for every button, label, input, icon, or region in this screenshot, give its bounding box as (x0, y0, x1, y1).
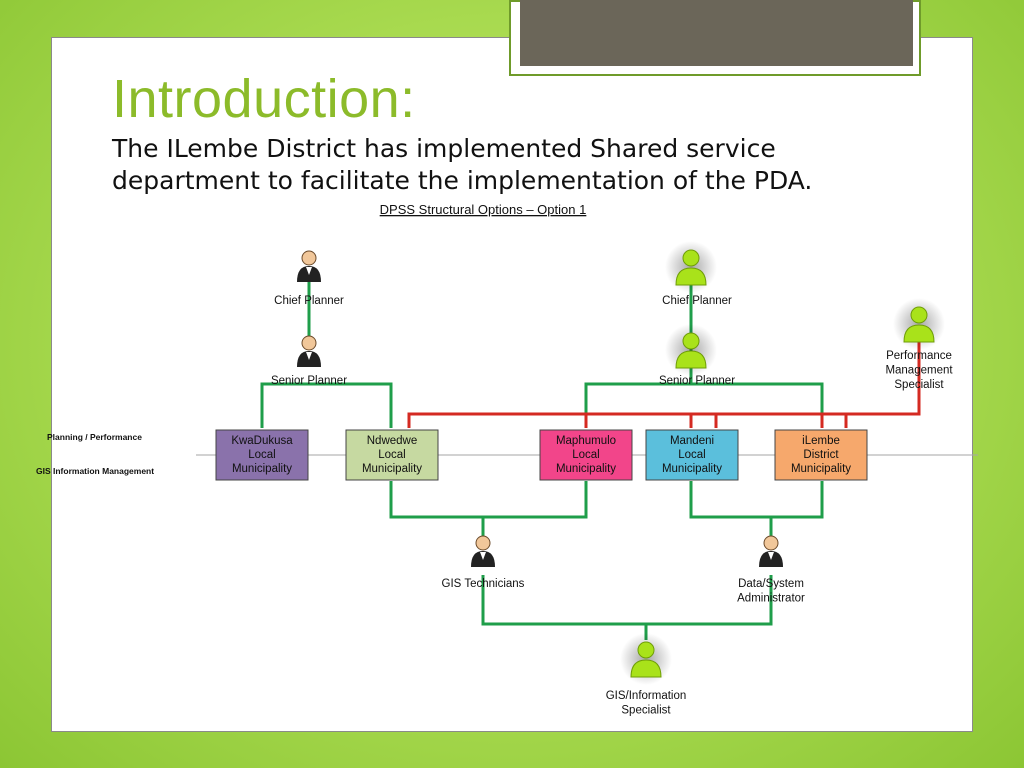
role-label-senior-planner-right: Senior Planner (659, 375, 735, 387)
municipality-label-maphumulo: Maphumulo (556, 435, 616, 447)
person-icon-chief-planner-left-collar (306, 267, 312, 275)
municipality-label-kwadukusa: KwaDukusa (231, 435, 293, 447)
municipality-label-ndwedwe: Ndwedwe (367, 435, 418, 447)
red-connector-1 (407, 338, 921, 428)
municipality-label-maphumulo: Municipality (556, 463, 616, 475)
municipality-label-ndwedwe: Local (378, 449, 406, 461)
person-icon-senior-planner-left-head (301, 335, 317, 351)
person-icon-gis-specialist-head (637, 641, 655, 659)
municipality-label-maphumulo: Local (572, 449, 600, 461)
person-icon-senior-planner-right-head (682, 332, 700, 350)
person-icon-senior-planner-left-collar (306, 352, 312, 360)
role-label-performance-specialist: Specialist (894, 379, 944, 391)
role-label-performance-specialist: Management (885, 365, 953, 377)
municipality-box-ilembe (774, 429, 868, 481)
municipality-box-ndwedwe (345, 429, 439, 481)
municipality-box-maphumulo (539, 429, 633, 481)
person-icon-chief-planner-right (665, 241, 717, 293)
row-label-planning: Planning / Performance (47, 432, 142, 442)
green-connector-6 (689, 481, 824, 519)
role-label-chief-planner-left: Chief Planner (274, 295, 344, 307)
municipality-label-ilembe: iLembe (802, 435, 840, 447)
slide-subtitle: The ILembe District has implemented Shar… (112, 134, 813, 195)
municipality-label-kwadukusa: Local (248, 449, 276, 461)
person-icon-chief-planner-right-body (675, 267, 707, 286)
green-connector-2 (260, 382, 393, 428)
person-icon-performance-specialist-head (910, 306, 928, 324)
municipality-box-kwadukusa (215, 429, 309, 481)
row-label-gis: GIS Information Management (36, 466, 154, 476)
person-icon-senior-planner-right-body (675, 350, 707, 369)
role-label-gis-technicians: GIS Technicians (442, 578, 525, 590)
person-icon-senior-planner-left (297, 335, 321, 367)
person-icon-gis-technicians (471, 535, 495, 567)
person-icon-chief-planner-left-head (301, 250, 317, 266)
role-label-gis-specialist: Specialist (621, 705, 671, 717)
person-icon-data-admin (759, 535, 783, 567)
green-connector-5 (389, 481, 588, 519)
green-connector-9 (481, 575, 773, 626)
person-icon-performance-specialist-body (903, 324, 935, 343)
diagram-heading: DPSS Structural Options – Option 1 (380, 202, 587, 217)
person-icon-data-admin-head (763, 535, 779, 551)
municipality-label-ilembe: District (803, 449, 839, 461)
connector-lines (260, 282, 921, 640)
municipality-box-mandeni (645, 429, 739, 481)
role-label-senior-planner-left: Senior Planner (271, 375, 347, 387)
municipality-label-ilembe: Municipality (791, 463, 851, 475)
person-icon-gis-specialist-body (630, 659, 662, 678)
person-icon-senior-planner-right (665, 324, 717, 376)
person-icon-performance-specialist (893, 298, 945, 350)
role-label-data-admin: Data/System (738, 578, 804, 590)
person-icon-chief-planner-left (297, 250, 321, 282)
decorative-photo (520, 0, 913, 66)
role-label-data-admin: Administrator (737, 593, 805, 605)
role-label-performance-specialist: Performance (886, 350, 952, 362)
role-label-chief-planner-right: Chief Planner (662, 295, 732, 307)
green-connector-3 (584, 382, 824, 428)
municipality-label-ndwedwe: Municipality (362, 463, 422, 475)
municipality-label-mandeni: Municipality (662, 463, 722, 475)
person-icon-chief-planner-right-head (682, 249, 700, 267)
person-icon-data-admin-collar (768, 552, 774, 560)
municipality-label-mandeni: Mandeni (670, 435, 714, 447)
person-icon-gis-technicians-head (475, 535, 491, 551)
slide-title: Introduction: (112, 69, 416, 129)
municipality-label-mandeni: Local (678, 449, 706, 461)
person-icon-gis-technicians-collar (480, 552, 486, 560)
municipality-label-kwadukusa: Municipality (232, 463, 292, 475)
role-label-gis-specialist: GIS/Information (606, 690, 687, 702)
person-icon-gis-specialist (620, 633, 672, 685)
